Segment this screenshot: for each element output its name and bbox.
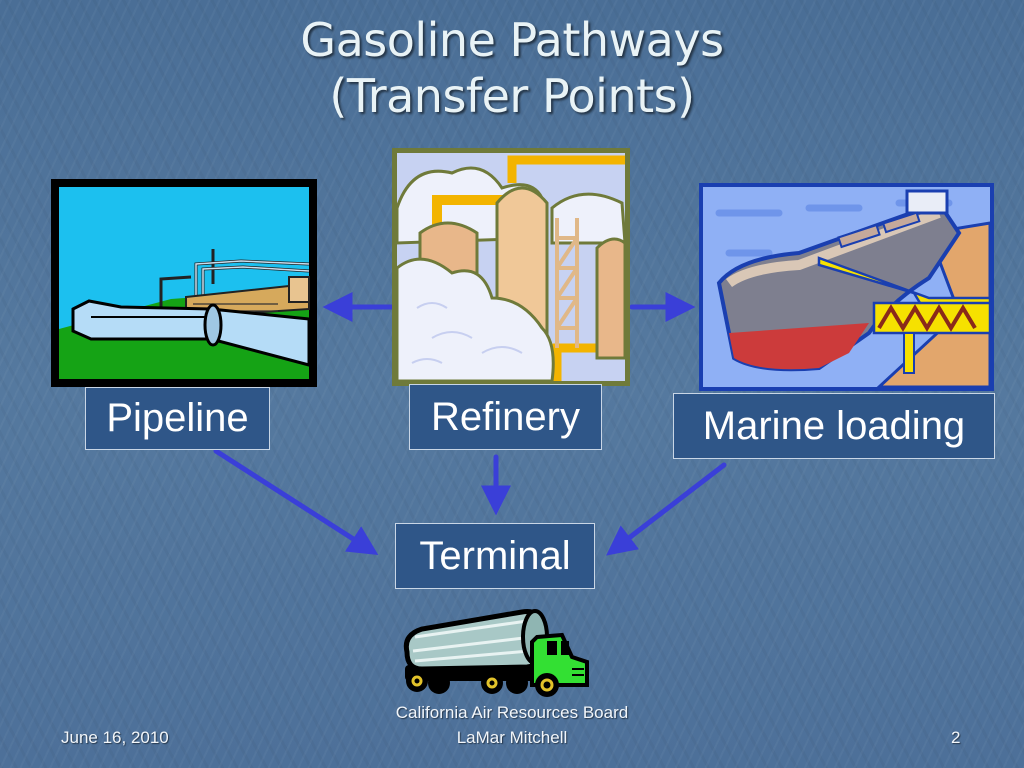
footer-page-number: 2 [951, 728, 961, 747]
node-pipeline: Pipeline [85, 387, 270, 450]
refinery-clipart-icon [392, 148, 630, 386]
arrow-pipeline-to-terminal [213, 448, 379, 556]
node-refinery: Refinery [409, 384, 602, 450]
footer-author: LaMar Mitchell [456, 728, 568, 747]
slide-title: Gasoline Pathways (Transfer Points) [0, 12, 1024, 124]
footer-org: California Air Resources Board [395, 703, 629, 722]
tanker-ship-clipart-icon [699, 183, 994, 391]
title-line-1: Gasoline Pathways [300, 13, 724, 67]
pipeline-label: Pipeline [106, 396, 249, 440]
terminal-label: Terminal [419, 533, 571, 578]
pipeline-clipart-icon [51, 179, 317, 387]
title-line-2: (Transfer Points) [329, 69, 695, 123]
footer-date: June 16, 2010 [61, 728, 169, 747]
refinery-label: Refinery [431, 394, 580, 439]
node-marine-loading: Marine loading [673, 393, 995, 459]
arrow-marine-to-terminal [606, 462, 727, 556]
node-terminal: Terminal [395, 523, 595, 589]
marine-loading-label: Marine loading [702, 403, 966, 448]
tanker-truck-clipart-icon [403, 609, 589, 697]
